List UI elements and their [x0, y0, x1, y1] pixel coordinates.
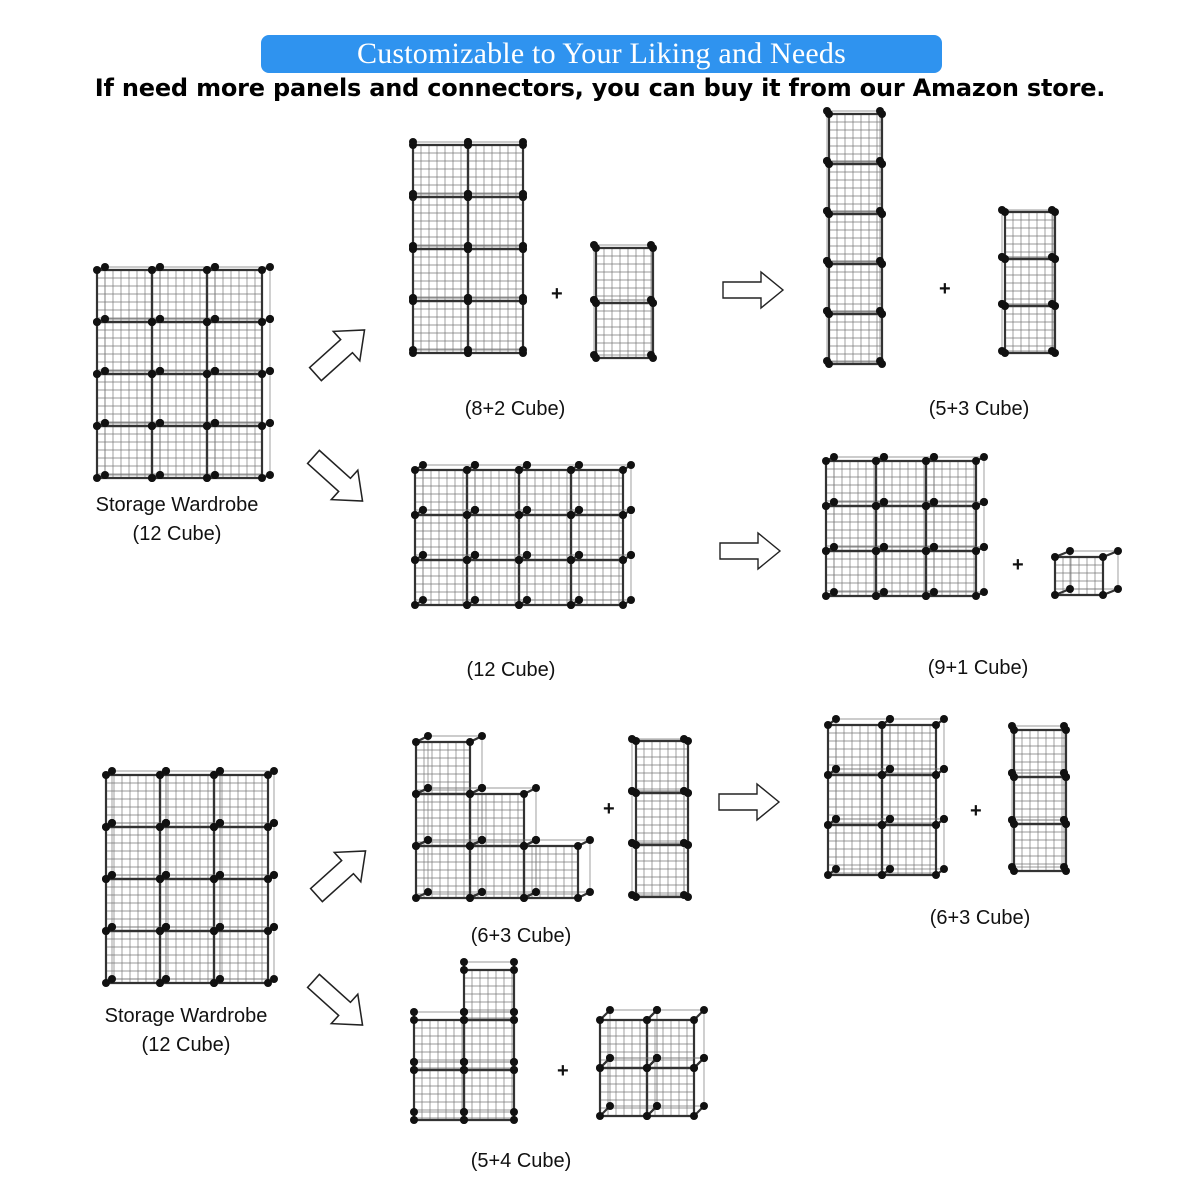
config-label-5-4: (5+4 Cube) — [470, 1150, 572, 1172]
stepped-5-cube — [410, 958, 518, 1124]
stack-3-cube — [998, 206, 1059, 357]
arrow-down-right-icon — [306, 449, 364, 502]
config-label-5-3: (5+3 Cube) — [928, 398, 1030, 420]
plus-sign: + — [557, 1060, 569, 1082]
subtitle: If need more panels and connectors, you … — [94, 74, 1106, 102]
staircase-6-cube — [412, 732, 594, 902]
config-label-6-3-a: (6+3 Cube) — [470, 925, 572, 947]
source-count-1: (12 Cube) — [132, 523, 222, 545]
stack-2-cube — [590, 241, 657, 362]
stack-3-cube-b — [628, 735, 692, 901]
config-label-9-1: (9+1 Cube) — [927, 657, 1029, 679]
config-label-6-3-b: (6+3 Cube) — [929, 907, 1031, 929]
wide-12-cube — [411, 461, 635, 609]
banner-title: Customizable to Your Liking and Needs — [356, 37, 847, 70]
cube-2x2 — [596, 1006, 708, 1120]
storage-wardrobe-12-cube-2 — [102, 767, 278, 987]
config-label-8-2: (8+2 Cube) — [464, 398, 566, 420]
arrow-right-icon — [722, 270, 785, 310]
source-count-2: (12 Cube) — [141, 1034, 231, 1056]
cube-2x3 — [824, 715, 948, 879]
tower-8-cube — [409, 138, 527, 357]
storage-wardrobe-12-cube-1 — [93, 263, 274, 482]
header-banner: Customizable to Your Liking and Needs — [261, 35, 942, 73]
arrow-up-right-icon — [308, 329, 366, 382]
arrow-right-icon — [718, 782, 781, 822]
config-label-12: (12 Cube) — [466, 659, 556, 681]
stack-3-cube-c — [1008, 722, 1070, 875]
source-title-2: Storage Wardrobe — [104, 1005, 268, 1027]
arrow-down-right-icon — [306, 973, 364, 1026]
plus-sign: + — [603, 798, 615, 820]
plus-sign: + — [970, 800, 982, 822]
arrow-right-icon — [719, 531, 782, 571]
tower-5-cube — [823, 107, 886, 368]
plus-sign: + — [939, 278, 951, 300]
arrow-up-right-icon — [309, 850, 367, 903]
single-cube — [1051, 547, 1122, 599]
plus-sign: + — [1012, 554, 1024, 576]
source-title-1: Storage Wardrobe — [95, 494, 259, 516]
plus-sign: + — [551, 283, 563, 305]
square-9-cube — [822, 453, 988, 600]
